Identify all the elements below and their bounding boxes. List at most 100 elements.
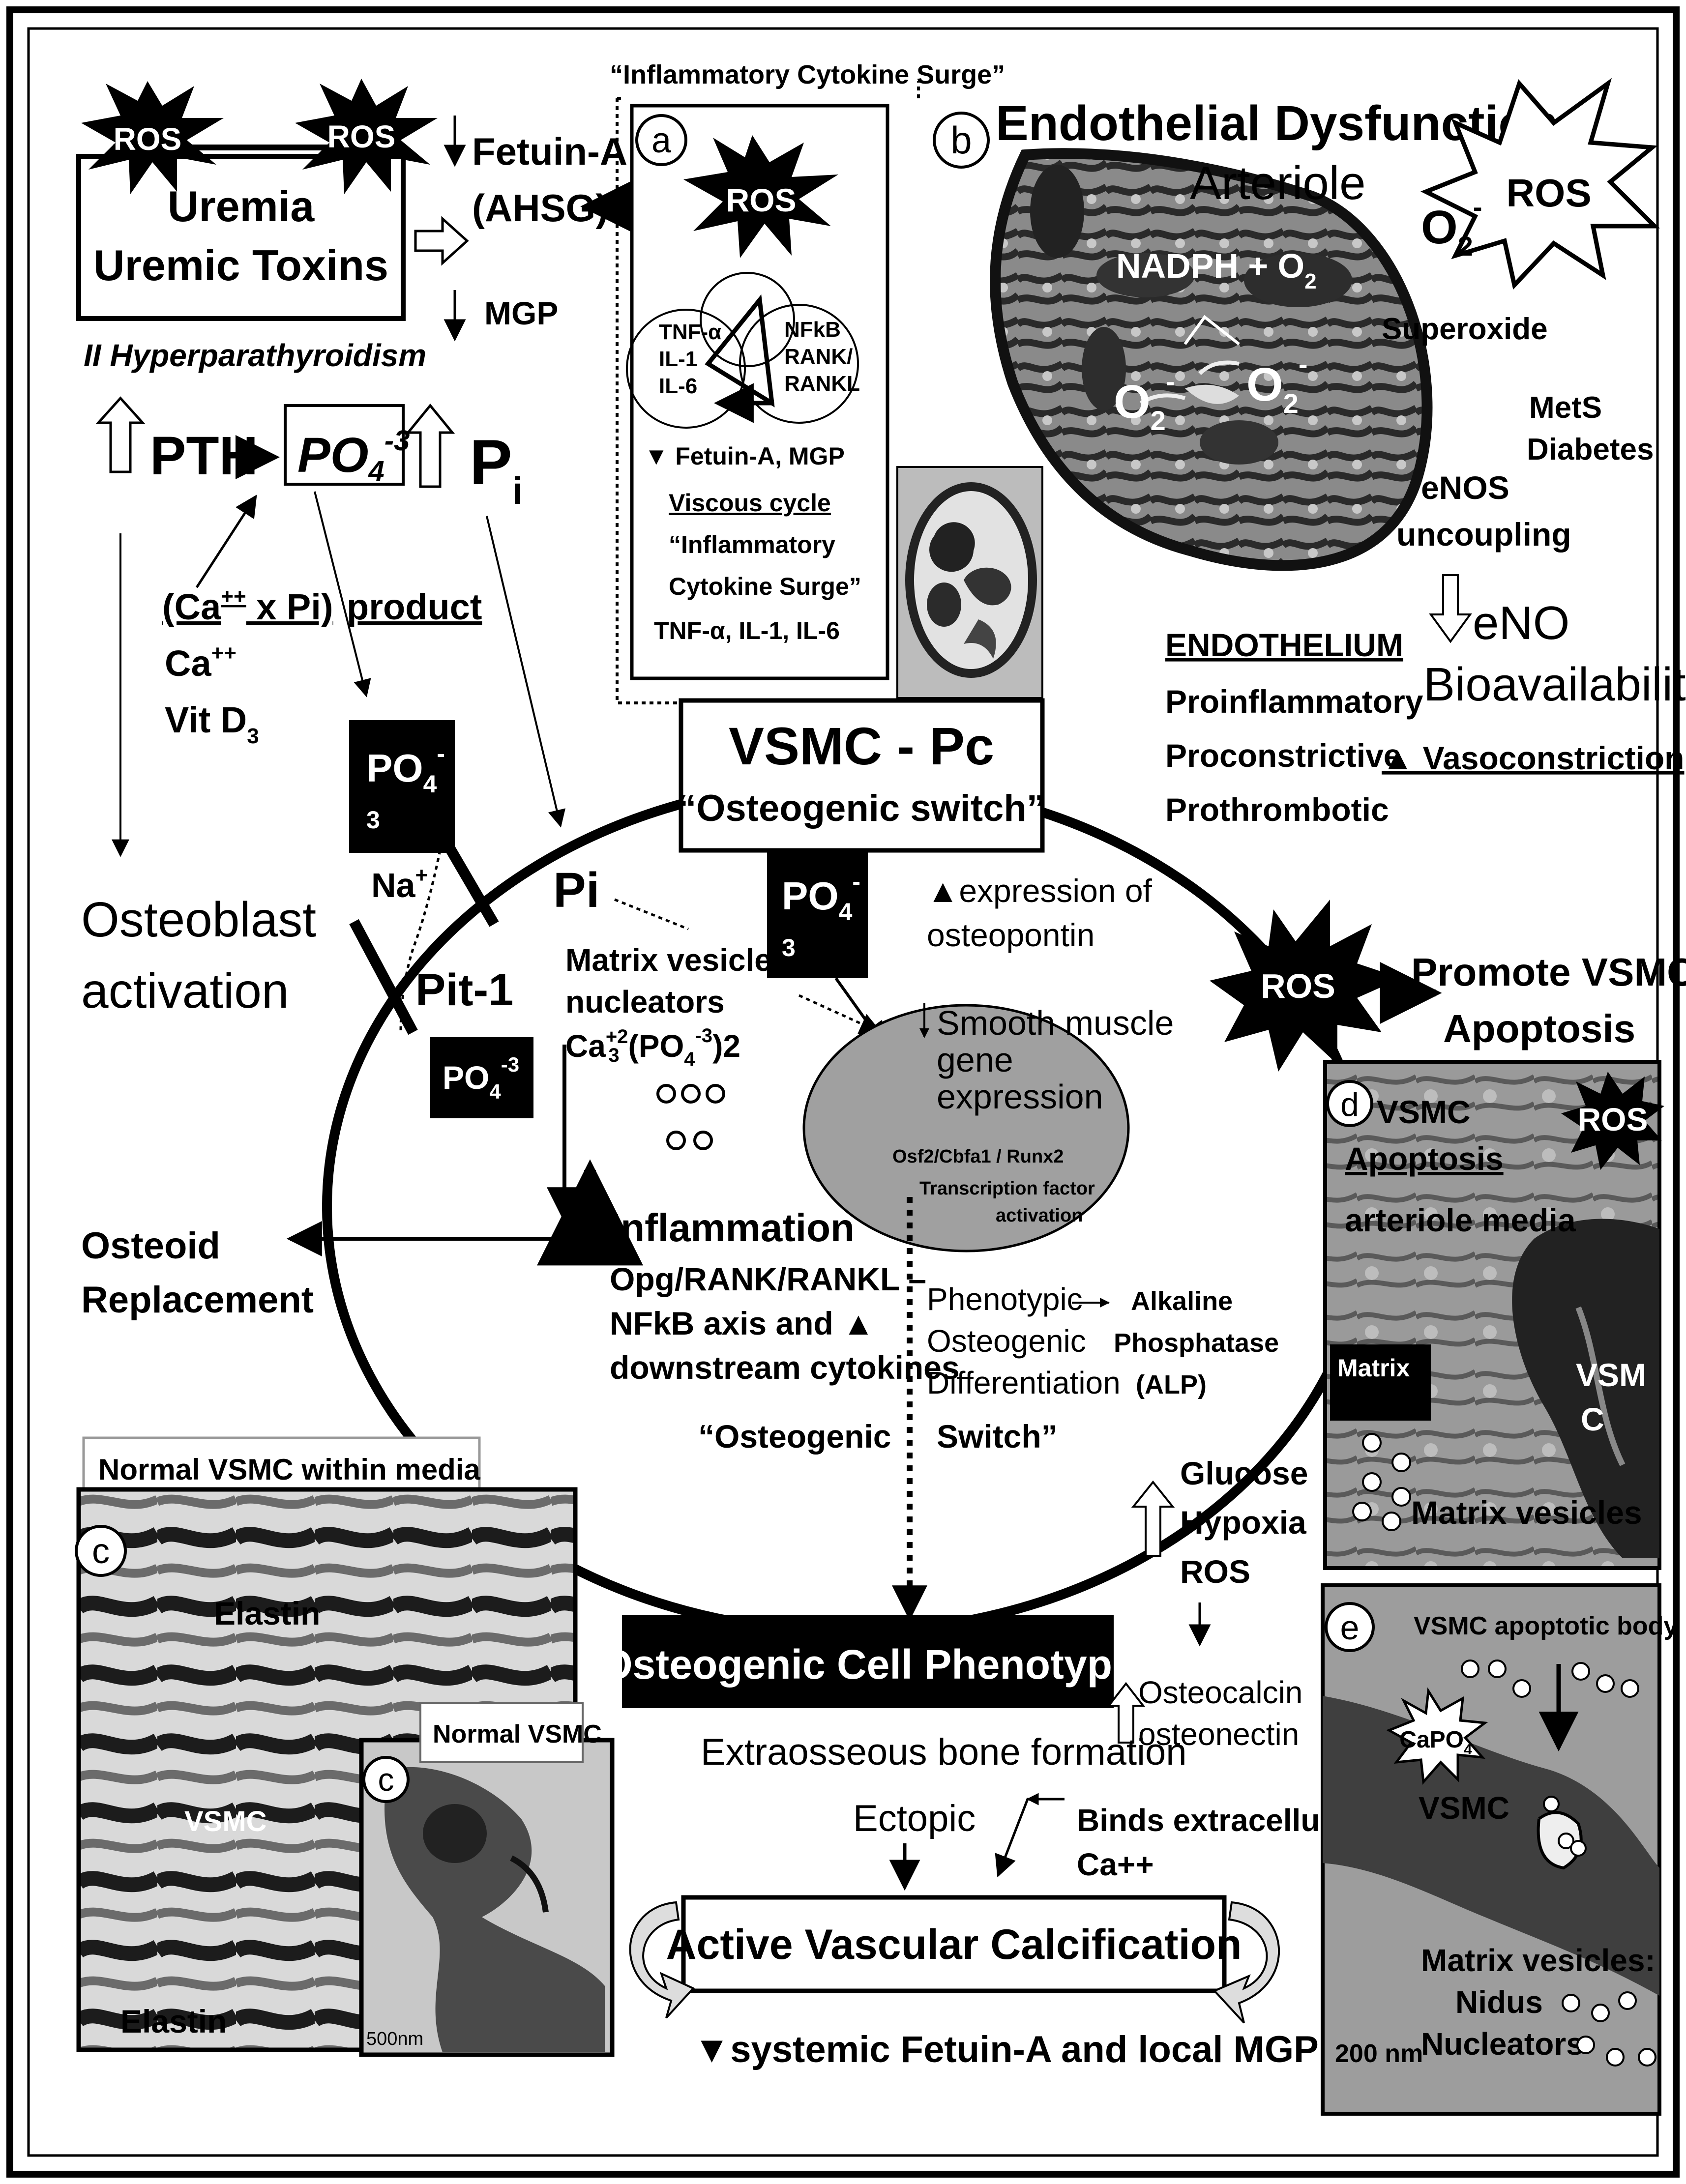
svg-text:PO4-3: PO4-3 bbox=[443, 1053, 519, 1103]
inflammation-label: Inflammation bbox=[610, 1206, 855, 1250]
panel-e-bottom-circles bbox=[1562, 1991, 1656, 2067]
nadph-label: NADPH + O2 bbox=[1116, 247, 1317, 293]
panel-d-vesicle-circles bbox=[1352, 1433, 1411, 1531]
osteogenic-phenotype-box bbox=[622, 1615, 1114, 1708]
binds-arrow bbox=[995, 1798, 1065, 1878]
nucleators-label: nucleators bbox=[565, 984, 725, 1019]
pi-to-cell-arrow bbox=[486, 516, 566, 828]
osteopontin-label-2: osteopontin bbox=[927, 917, 1094, 953]
svg-text:ROS: ROS bbox=[327, 119, 396, 154]
svg-text:ROS: ROS bbox=[1577, 1101, 1648, 1137]
mgp-label: MGP bbox=[484, 295, 558, 331]
opg-label-3: downstream cytokines bbox=[610, 1349, 960, 1386]
vsmc-title: VSMC - Pc bbox=[729, 716, 994, 776]
binds-ca-label: Ca++ bbox=[1077, 1847, 1154, 1882]
po4-black-box-2: PO4-3 bbox=[430, 1037, 533, 1118]
hypoxia-label: Hypoxia bbox=[1180, 1504, 1307, 1541]
matrix-vesicles-label: Matrix vesicles bbox=[565, 942, 789, 978]
prothrombotic-label: Prothrombotic bbox=[1165, 791, 1389, 828]
osteopontin-label-1: ▲expression of bbox=[927, 873, 1153, 909]
mets-label: MetS bbox=[1529, 391, 1602, 425]
po4-label: PO4-3 bbox=[297, 425, 410, 487]
panel-c-inset-letter-circle bbox=[362, 1756, 410, 1803]
uremia-box bbox=[76, 154, 406, 321]
panel-d-vsm-label: VSM bbox=[1576, 1357, 1646, 1393]
arteriole-label: Arteriole bbox=[1190, 157, 1365, 209]
svg-text:ROS: ROS bbox=[1261, 967, 1335, 1005]
po4-black-box: PO4- 3 bbox=[349, 720, 455, 853]
svg-text:PO4-: PO4- bbox=[782, 868, 860, 926]
panel-d-vsmc: VSMC bbox=[1377, 1094, 1471, 1130]
ectopic-label: Ectopic bbox=[853, 1798, 976, 1839]
po4-black-box-3: PO4- 3 bbox=[767, 850, 868, 978]
panel-d-media: arteriole media bbox=[1345, 1202, 1576, 1238]
cycle-arrow-left bbox=[629, 1901, 695, 2019]
surge-line2: Cytokine Surge” bbox=[669, 573, 861, 600]
capillary-micrograph bbox=[896, 466, 1043, 699]
panel-e-mv-3: Nucleators bbox=[1421, 2026, 1584, 2062]
differentiation-label: Differentiation bbox=[927, 1365, 1121, 1400]
fetuin-label: Fetuin-A bbox=[472, 130, 627, 173]
osteogenic-label: Osteogenic bbox=[927, 1323, 1086, 1359]
panel-c-elastin-1: Elastin bbox=[214, 1595, 320, 1631]
rank-label: RANK/ bbox=[784, 345, 853, 369]
panel-c-inset-title-box bbox=[419, 1702, 584, 1763]
venn-cycle bbox=[626, 272, 859, 429]
matrix-vesicle-circles bbox=[656, 1084, 725, 1150]
arteriole-micrograph bbox=[990, 148, 1433, 571]
apoptosis-label: Apoptosis bbox=[1443, 1007, 1635, 1050]
osteocalcin-label: Osteocalcin bbox=[1138, 1675, 1302, 1710]
svg-text:3: 3 bbox=[366, 806, 380, 834]
panel-e-letter: e bbox=[1340, 1608, 1360, 1647]
panel-d-letter-circle bbox=[1326, 1080, 1373, 1127]
expression-label: expression bbox=[937, 1077, 1103, 1116]
rankl-label: RANKL bbox=[784, 372, 860, 396]
panel-e-apoptotic-body: VSMC apoptotic body bbox=[1414, 1612, 1678, 1640]
ca-label: Ca++ bbox=[165, 641, 237, 684]
ros-burst-a: ROS bbox=[683, 135, 838, 258]
ca-pi-label: (Ca++ x Pi) bbox=[162, 584, 333, 627]
panel-e-scale: 200 nm bbox=[1335, 2039, 1423, 2068]
open-arrow-right bbox=[414, 216, 469, 266]
svg-text:CaPO4: CaPO4 bbox=[1399, 1727, 1472, 1758]
promote-vsmc-label: Promote VSMC bbox=[1411, 950, 1686, 994]
vitd-label: Vit D3 bbox=[165, 699, 259, 748]
smooth-muscle-label: Smooth muscle bbox=[937, 1004, 1174, 1042]
opg-label-2: NFkB axis and ▲ bbox=[610, 1305, 874, 1341]
panel-e-letter-circle bbox=[1325, 1602, 1375, 1652]
alp-label-3: (ALP) bbox=[1136, 1370, 1207, 1399]
endothelium-label: ENDOTHELIUM bbox=[1165, 627, 1403, 663]
product-label: product bbox=[347, 586, 482, 627]
cycle-arrow-right bbox=[1213, 1901, 1280, 2024]
gene-label: gene bbox=[937, 1041, 1013, 1079]
osteonectin-label: osteonectin bbox=[1138, 1717, 1299, 1752]
up-open-arrow-glucose bbox=[1131, 1480, 1175, 1557]
diabetes-label: Diabetes bbox=[1527, 433, 1654, 466]
binds-label: Binds extracellular bbox=[1077, 1803, 1359, 1838]
alp-label-1: Alkaline bbox=[1131, 1286, 1233, 1316]
transporter-bar-right bbox=[438, 833, 499, 927]
po4-box bbox=[284, 404, 405, 486]
osteogenic-switch-label: “Osteogenic switch” bbox=[678, 787, 1045, 829]
up-open-arrow-1 bbox=[95, 396, 146, 473]
bioavailability-label: Bioavailability bbox=[1423, 658, 1686, 711]
ros-burst-d: ROS bbox=[1561, 1072, 1664, 1170]
surge-line1: “Inflammatory bbox=[669, 531, 835, 558]
enos-label: eNOS bbox=[1421, 469, 1509, 506]
nucleus bbox=[802, 1004, 1130, 1252]
calcification-label: Active Vascular Calcification bbox=[666, 1921, 1242, 1968]
cytokine-surge-title: “Inflammatory Cytokine Surge” bbox=[610, 60, 1005, 89]
panel-d-matrix-label: Matrix bbox=[1337, 1354, 1410, 1382]
tf-label-2: activation bbox=[996, 1205, 1083, 1226]
outer-frame bbox=[6, 6, 1680, 2178]
pth-label: PTH bbox=[150, 426, 258, 486]
panel-e-mv-1: Matrix vesicles: bbox=[1421, 1943, 1656, 1978]
replacement-label: Replacement bbox=[81, 1279, 314, 1321]
capo4-burst: CaPO4 bbox=[1386, 1687, 1488, 1785]
panel-d-c-label: C bbox=[1581, 1401, 1604, 1437]
svg-text:ROS: ROS bbox=[726, 182, 796, 218]
svg-text:PO4-: PO4- bbox=[366, 740, 445, 798]
transporter-bar-left bbox=[349, 919, 418, 1035]
switch-quote-label: Switch” bbox=[937, 1418, 1058, 1455]
